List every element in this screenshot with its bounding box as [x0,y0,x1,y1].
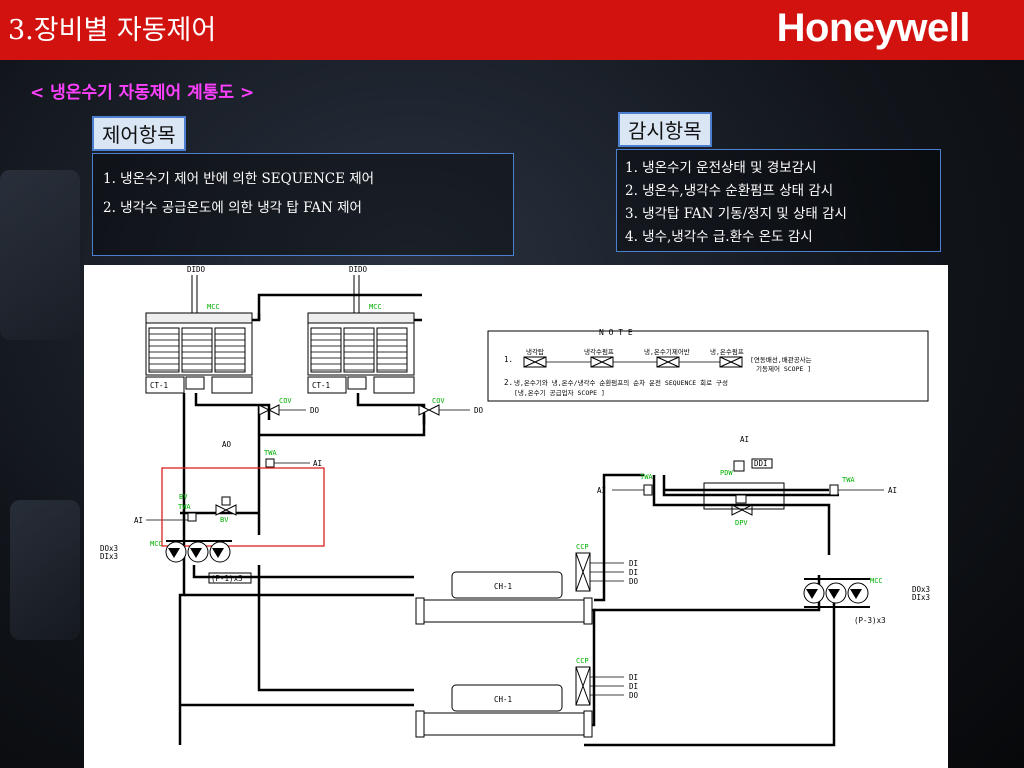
diagram-subtitle: < 냉온수기 자동제어 계통도 > [30,83,255,103]
ct1-mcc-label: MCC [207,303,220,311]
ccp-panel-2 [575,666,591,706]
page-title: 3.장비별 자동제어 [8,15,217,46]
twa-ai-label-1: AI [313,459,322,468]
control-items-box: 1. 냉온수기 제어 반에 의한 SEQUENCE 제어 2. 냉각수 공급온도… [92,153,514,256]
mcc-label-p3: MCC [870,577,883,585]
background-camera-shape [0,170,80,340]
p1-label-box [208,572,252,584]
ddi-label: DDI [754,459,768,468]
ct2-dido-label: DIDO [349,265,368,274]
twa-sensor-1 [265,458,275,468]
note-legend-1: 냉각탑 [526,347,544,356]
twa-sensor-4 [829,484,839,496]
cov-do-label-2: DO [474,406,484,415]
p1-label: (P-1)x3 [211,574,243,583]
mcc-label-p1: MCC [150,540,163,548]
pump-group-p3 [803,578,870,608]
monitor-item-2: 2. 냉온수,냉각수 순환펌프 상태 감시 [625,183,834,199]
ccp1-di-label-1: DI [629,559,638,568]
twa-label-3: TWA [640,473,653,481]
note-line-2: 냉,온수기와 냉,온수/냉각수 순환펌프의 순차 운전 SEQUENCE 회로 … [514,378,728,387]
p3-di-label: DIx3 [912,593,930,602]
cooling-tower-1 [145,312,253,394]
bv-label-1: BV [179,493,188,501]
note-num-2: 2. [504,378,513,387]
note-box [487,330,929,402]
cov-label-1: COV [279,397,292,405]
ao-label: AO [222,440,232,449]
header-bar: 3.장비별 자동제어 Honeywell [0,0,1024,60]
note-legend-2: 냉각수펌프 [584,347,614,356]
note-line-2b: [냉,온수기 공급업자 SCOPE ] [514,388,605,397]
monitor-items-box: 1. 냉온수기 운전상태 및 경보감시 2. 냉온수,냉각수 순환펌프 상태 감… [616,149,941,252]
p3-do-label: DOx3 [912,585,930,594]
ccp2-do-label: DO [629,691,639,700]
note-title: N O T E [599,328,633,337]
p3-label: (P-3)x3 [854,616,886,625]
ct1-dido-label: DIDO [187,265,206,274]
pump-group-p1 [165,540,232,563]
bv-valve [215,496,237,516]
dpv-bypass [703,482,785,510]
ct2-mcc-label: MCC [369,303,382,311]
ddi-box [751,458,773,469]
monitor-item-4: 4. 냉수,냉각수 급.환수 온도 감시 [625,229,813,245]
ccp1-di-label-2: DI [629,568,638,577]
ccp-signal-lines [590,562,624,696]
control-schematic: CT-1 DIDO MCC CT-1 DIDO MCC [84,265,948,768]
cooling-tower-2 [307,312,415,394]
twa-label-1: TWA [264,449,277,457]
twa-label-4: TWA [842,476,855,484]
note-num-1: 1. [504,355,513,364]
note-scope-1b: 기동제어 SCOPE ] [756,364,811,373]
chiller-1 [415,571,593,625]
monitor-item-1: 1. 냉온수기 운전상태 및 경보감시 [625,160,817,176]
control-item-1: 1. 냉온수기 제어 반에 의한 SEQUENCE 제어 [103,171,375,187]
dpv-valve [731,494,753,516]
twa-ai-label-3: AI [597,486,606,495]
note-legend-3: 냉,온수기제어반 [644,347,690,356]
cov-do-label-1: DO [310,406,320,415]
cov-valve-2 [418,404,440,416]
note-legend-4: 냉,온수펌프 [710,347,744,356]
ccp1-do-label: DO [629,577,639,586]
condenser-water-piping [178,293,644,745]
schematic-svg: CT-1 DIDO MCC CT-1 DIDO MCC [100,265,930,747]
ccp2-di-label-2: DI [629,682,638,691]
dpv-label: DPV [735,519,748,527]
pdw-label: PDW [720,469,733,477]
chiller-2 [415,684,593,738]
honeywell-logo: Honeywell [776,6,971,50]
monitor-items-heading: 감시항목 [618,112,712,147]
pdw-sensor [733,460,745,472]
p1-do-label: DOx3 [100,544,118,553]
bv-label-2: BV [220,516,229,524]
ccp-label-2: CCP [576,657,589,665]
twa-sensor-3 [643,484,653,496]
control-item-2: 2. 냉각수 공급온도에 의한 냉각 탑 FAN 제어 [103,200,362,216]
ccp-panel-1 [575,552,591,592]
note-scope-1a: [연동배선,배관공사는 [750,355,812,364]
highlight-box [161,467,325,547]
chiller-2-label: CH-1 [494,695,512,704]
cov-label-2: COV [432,397,445,405]
control-items-heading: 제어항목 [92,116,186,151]
pdw-ai-label: AI [740,435,749,444]
p1-di-label: DIx3 [100,552,118,561]
ccp2-di-label-1: DI [629,673,638,682]
chilled-water-piping [584,475,839,747]
twa-ai-label-4: AI [888,486,897,495]
ccp-label-1: CCP [576,543,589,551]
chiller-1-label: CH-1 [494,582,512,591]
twa-ai-label-2: AI [134,516,143,525]
ct1-label-b: CT-1 [312,381,330,390]
note-legend-symbols [523,356,743,368]
twa-sensor-2 [187,512,197,522]
background-camera-shape-2 [10,500,80,640]
ct1-label-a: CT-1 [150,381,168,390]
monitor-item-3: 3. 냉각탑 FAN 기동/정지 및 상태 감시 [625,206,847,222]
twa-label-2: TWA [178,503,191,511]
